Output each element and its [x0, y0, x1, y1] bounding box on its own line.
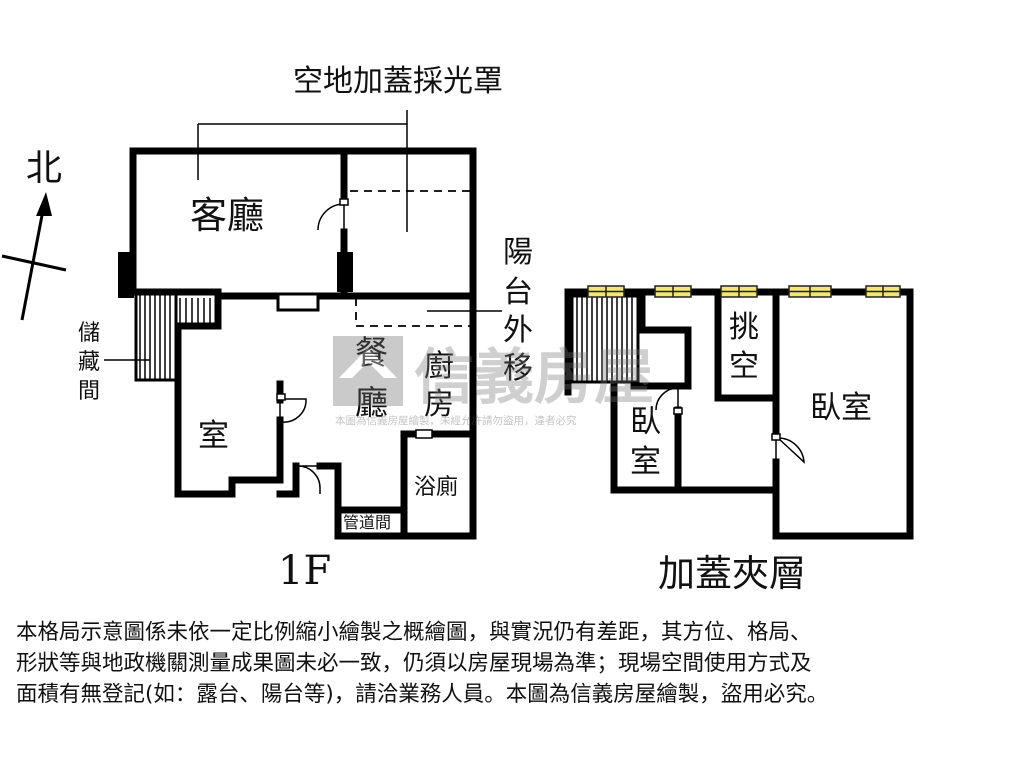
- floor1-stairs: [134, 292, 211, 382]
- callout-storage-1: 儲: [78, 321, 100, 346]
- room-dining-2: 廳: [355, 383, 388, 422]
- mezzanine-stairs: [570, 294, 640, 384]
- compass-label: 北: [26, 148, 62, 189]
- room-dining-1: 餐: [355, 333, 388, 372]
- room-small: 室: [198, 418, 229, 454]
- callout-balcony-4: 移: [503, 351, 533, 386]
- callout-balcony-2: 台: [503, 275, 533, 310]
- mezzanine-title: 加蓋夾層: [658, 552, 806, 595]
- room-bedroom-small-2: 室: [630, 444, 661, 480]
- pillar-left: [118, 252, 134, 298]
- watermark-subtext: 本圖為信義房屋繪製，未經允許請勿盜用，違者必究: [335, 414, 577, 427]
- brand-logo-icon: [333, 336, 403, 406]
- watermark-brand: 信義房屋: [414, 343, 654, 413]
- callout-skylight: 空地加蓋採光罩: [293, 64, 503, 99]
- door-icon: [276, 196, 433, 494]
- callout-balcony-1: 陽: [503, 235, 533, 270]
- room-bedroom-large: 臥室: [810, 390, 872, 426]
- north-arrow-icon: [1, 192, 67, 321]
- room-living: 客廳: [190, 194, 264, 237]
- skylight-area: [350, 190, 470, 327]
- floor1-window: [276, 292, 320, 312]
- callout-balcony-3: 外: [503, 313, 533, 348]
- callout-storage-2: 藏: [78, 350, 100, 375]
- room-duct: 管道間: [343, 513, 391, 532]
- room-kitchen-2: 房: [424, 387, 454, 422]
- watermark: 信義房屋 本圖為信義房屋繪製，未經允許請勿盜用，違者必究: [333, 336, 654, 427]
- disclaimer-line-2: 形狀等與地政機關測量成果圖未必一致，仍須以房屋現場為準；現場空間使用方式及: [16, 651, 812, 676]
- callout-storage-3: 間: [78, 379, 100, 404]
- room-bedroom-small-1: 臥: [630, 404, 661, 440]
- room-kitchen-1: 廚: [424, 349, 454, 384]
- disclaimer: 本格局示意圖係未依一定比例縮小繪製之概繪圖，與實況仍有差距，其方位、格局、 形狀…: [16, 617, 1016, 710]
- disclaimer-line-1: 本格局示意圖係未依一定比例縮小繪製之概繪圖，與實況仍有差距，其方位、格局、: [16, 620, 812, 645]
- room-void-2: 空: [729, 349, 759, 384]
- mezzanine-door-icon: [655, 387, 805, 464]
- floor-plan-diagram: 北: [1, 64, 914, 595]
- mezzanine-windows: [587, 285, 901, 298]
- floor1-walls: [129, 147, 477, 540]
- callout-lines: [104, 110, 502, 361]
- room-void-1: 挑: [729, 310, 759, 345]
- room-bath: 浴廁: [414, 475, 458, 500]
- pillar-mid: [337, 252, 353, 292]
- disclaimer-line-3: 面積有無登記(如：露台、陽台等)，請洽業務人員。本圖為信義房屋繪製，盜用必究。: [16, 682, 829, 707]
- floor1-title: 1F: [278, 548, 331, 594]
